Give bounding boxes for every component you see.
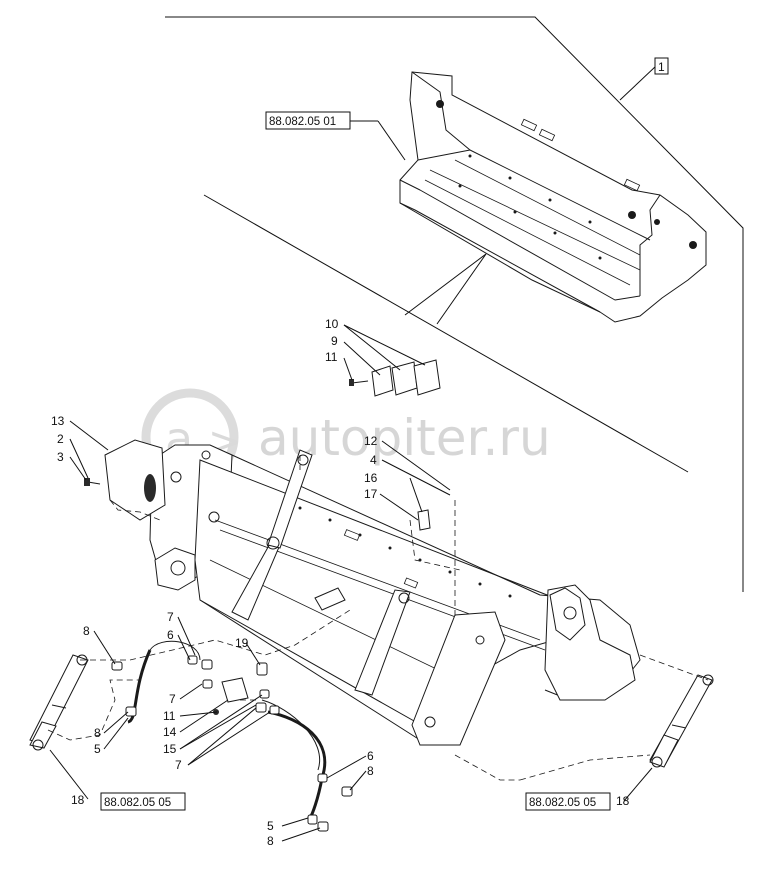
reference-boxes: 88.082.05 01 88.082.05 05 88.082.05 05 [100,111,611,811]
upper-bucket [399,71,707,323]
callout-8-mid: 8 [94,726,101,740]
ref-code-cylinder-right: 88.082.05 05 [529,797,596,809]
callout-11: 11 [325,350,338,364]
callout-9: 9 [331,334,338,348]
callout-14: 14 [163,725,177,739]
callout-6-right: 6 [367,749,374,763]
guard-plate [84,439,166,521]
callout-2: 2 [57,432,64,446]
callout-17: 17 [364,487,378,501]
ref-code-top-bucket: 88.082.05 01 [269,116,336,128]
hoses [127,640,327,819]
cylinder-right [649,674,714,768]
cylinder-left [29,654,89,751]
callout-8-left: 8 [83,624,90,638]
callout-6-top: 6 [167,628,174,642]
callout-3: 3 [57,450,64,464]
assembly-leaders [165,16,744,592]
callout-5-bottom: 5 [267,819,274,833]
callout-numbers: 1 10 9 11 13 2 3 12 4 16 17 7 6 8 19 7 1… [51,57,669,848]
callout-7-mid: 7 [169,692,176,706]
callout-19: 19 [235,636,249,650]
callout-15: 15 [163,742,177,756]
callout-8-right: 8 [367,764,374,778]
callout-10: 10 [325,317,339,331]
callout-13: 13 [51,414,65,428]
callout-box-1 [654,57,669,75]
callout-7-low: 7 [175,758,182,772]
lower-bucket [149,444,641,746]
callout-18-right: 18 [616,794,630,808]
ref-code-cylinder-left: 88.082.05 05 [104,797,171,809]
callout-leaders [49,65,657,842]
callout-4: 4 [370,453,377,467]
fittings [111,655,353,832]
callout-8-bottom: 8 [267,834,274,848]
callout-5-mid: 5 [94,742,101,756]
callout-11-mid: 11 [163,709,176,723]
clip-part [417,509,431,531]
callout-1: 1 [658,60,665,74]
callout-7-top: 7 [167,610,174,624]
wear-pads [349,359,441,397]
callout-12: 12 [364,434,378,448]
callout-18-left: 18 [71,793,85,807]
callout-16: 16 [364,471,378,485]
